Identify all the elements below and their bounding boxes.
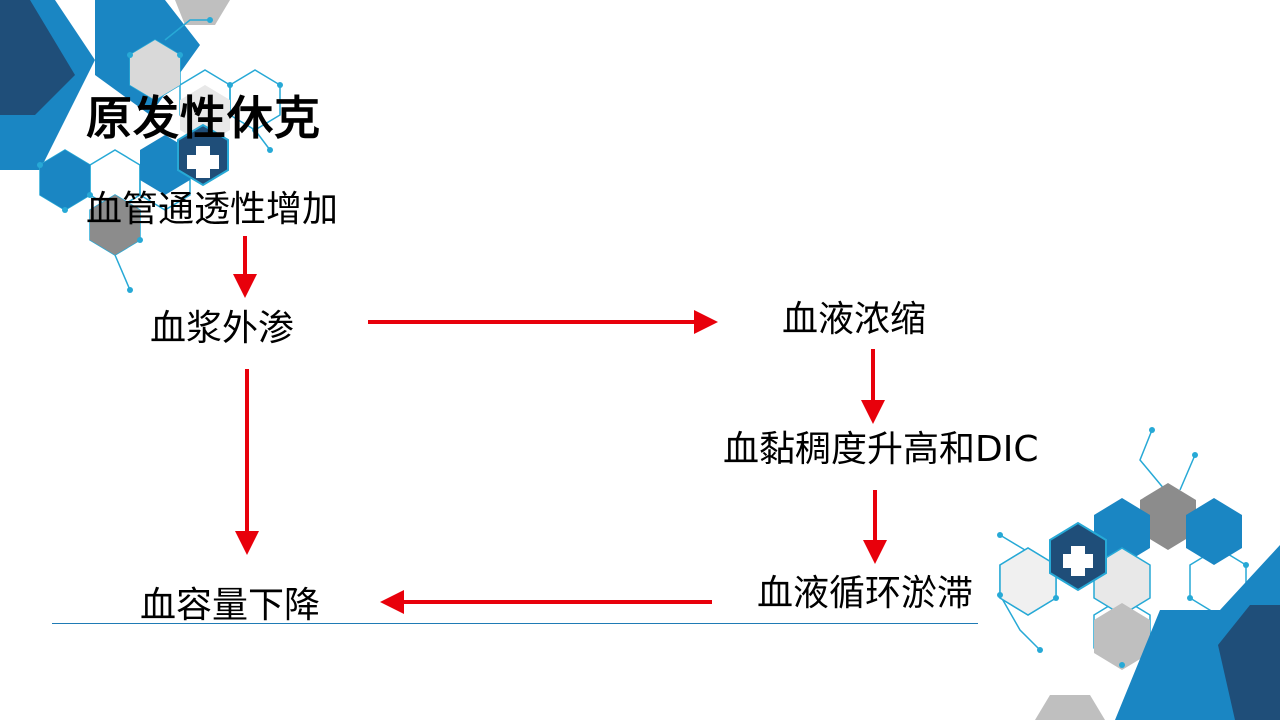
medical-cross-icon [1063, 546, 1093, 576]
node-circulatory-stasis: 血液循环淤滞 [757, 573, 974, 614]
node-viscosity-dic: 血黏稠度升高和DIC [723, 429, 1039, 470]
node-volume-decrease: 血容量下降 [140, 585, 321, 626]
node-vascular-permeability: 血管通透性增加 [86, 189, 339, 230]
medical-cross-icon [187, 146, 219, 178]
baseline-rule [52, 623, 978, 624]
slide-title: 原发性休克 [86, 91, 321, 145]
hexagon-decoration-bottom-right [997, 427, 1280, 720]
node-plasma-leakage: 血浆外渗 [150, 308, 295, 349]
node-hemoconcentration: 血液浓缩 [782, 299, 927, 340]
hexagon-decoration-top-left [0, 0, 283, 293]
